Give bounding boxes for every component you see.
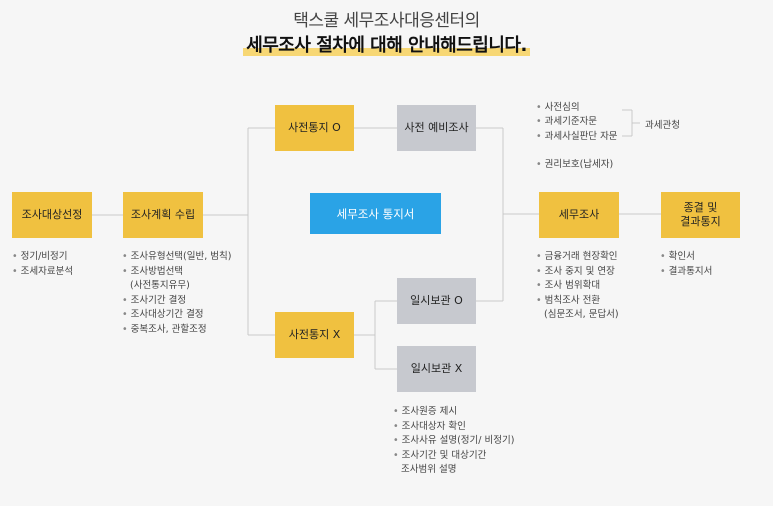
list-item: •권리보호(납세자) — [536, 159, 614, 170]
audit-list: •금융거래 현장확인 •조사 중지 및 연장 •조사 범위확대 •범칙조사 전환… — [536, 250, 619, 323]
end-notice-box: 종결 및 결과통지 — [661, 192, 740, 238]
list-item: •확인서 — [660, 251, 695, 262]
list-item: •과세사실판단 자문 — [536, 130, 618, 142]
temp-keep-x-label: 일시보관 X — [410, 362, 463, 375]
pre-notice-o-label: 사전통지 O — [288, 121, 341, 134]
temp-keep-o-box: 일시보관 O — [397, 278, 476, 324]
target-list: •정기/비정기 •조세자료분석 — [12, 250, 73, 279]
pre-notice-x-label: 사전통지 X — [288, 328, 341, 341]
list-item: •결과통지서 — [660, 265, 713, 277]
rights-list: •권리보호(납세자) — [536, 158, 613, 173]
list-item: •조사 범위확대 — [536, 280, 601, 292]
pre-notice-x-box: 사전통지 X — [275, 312, 354, 358]
notice-document-box: 세무조사 통지서 — [310, 193, 441, 234]
temp-keep-o-label: 일시보관 O — [410, 294, 463, 307]
pre-investigation-box: 사전 예비조사 — [397, 105, 476, 151]
list-item: •조사방법선택 — [122, 265, 184, 277]
list-item: •사전심의 — [536, 102, 580, 113]
end-list: •확인서 •결과통지서 — [660, 250, 712, 279]
list-item: •조사기간 결정 — [122, 294, 187, 306]
header-subtitle: 택스쿨 세무조사대응센터의 — [293, 11, 480, 31]
list-item: •조사 중지 및 연장 — [536, 265, 615, 277]
plan-label: 조사계획 수립 — [130, 208, 196, 221]
list-item: •범칙조사 전환 — [536, 294, 601, 306]
pre-investigation-label: 사전 예비조사 — [404, 121, 469, 134]
pre-review-list: •사전심의 •과세기준자문 •과세사실판단 자문 — [536, 101, 618, 144]
temp-keep-x-box: 일시보관 X — [397, 346, 476, 392]
list-item: (심문조서, 문답서) — [544, 309, 619, 321]
tax-audit-label: 세무조사 — [558, 208, 600, 221]
plan-list: •조사유형선택(일반, 범칙) •조사방법선택 (사전통지유무) •조사기간 결… — [122, 250, 231, 338]
list-item: •금융거래 현장확인 — [536, 251, 618, 262]
field-check-list: •조사원증 제시 •조사대상자 확인 •조사사유 설명(정기/ 비정기) •조사… — [393, 405, 514, 478]
plan-box: 조사계획 수립 — [123, 192, 203, 238]
list-item: •조사기간 및 대상기간 — [393, 449, 487, 461]
tax-authority-label: 과세관청 — [645, 120, 680, 131]
tax-audit-box: 세무조사 — [539, 192, 619, 238]
page-title: 세무조사 절차에 대해 안내해드립니다. — [0, 31, 773, 57]
pre-notice-o-box: 사전통지 O — [275, 105, 354, 151]
list-item: •중복조사, 관할조정 — [122, 323, 207, 335]
end-notice-label-line2: 결과통지 — [680, 215, 721, 228]
target-selection-box: 조사대상선정 — [12, 192, 92, 238]
list-item: (사전통지유무) — [130, 280, 190, 292]
list-item: •조사대상자 확인 — [393, 420, 466, 432]
list-item: •정기/비정기 — [12, 251, 68, 262]
list-item: •조사대상기간 결정 — [122, 309, 204, 321]
list-item: •조사원증 제시 — [393, 406, 458, 417]
end-notice-label-line1: 종결 및 — [683, 201, 718, 214]
notice-document-label: 세무조사 통지서 — [336, 206, 415, 221]
target-selection-label: 조사대상선정 — [21, 208, 83, 221]
list-item: 조사범위 설명 — [401, 464, 457, 476]
list-item: •과세기준자문 — [536, 116, 598, 128]
list-item: •조사사유 설명(정기/ 비정기) — [393, 435, 515, 447]
list-item: •조사유형선택(일반, 범칙) — [122, 251, 232, 262]
list-item: •조세자료분석 — [12, 265, 74, 277]
page-title-text: 세무조사 절차에 대해 안내해드립니다. — [243, 35, 530, 56]
